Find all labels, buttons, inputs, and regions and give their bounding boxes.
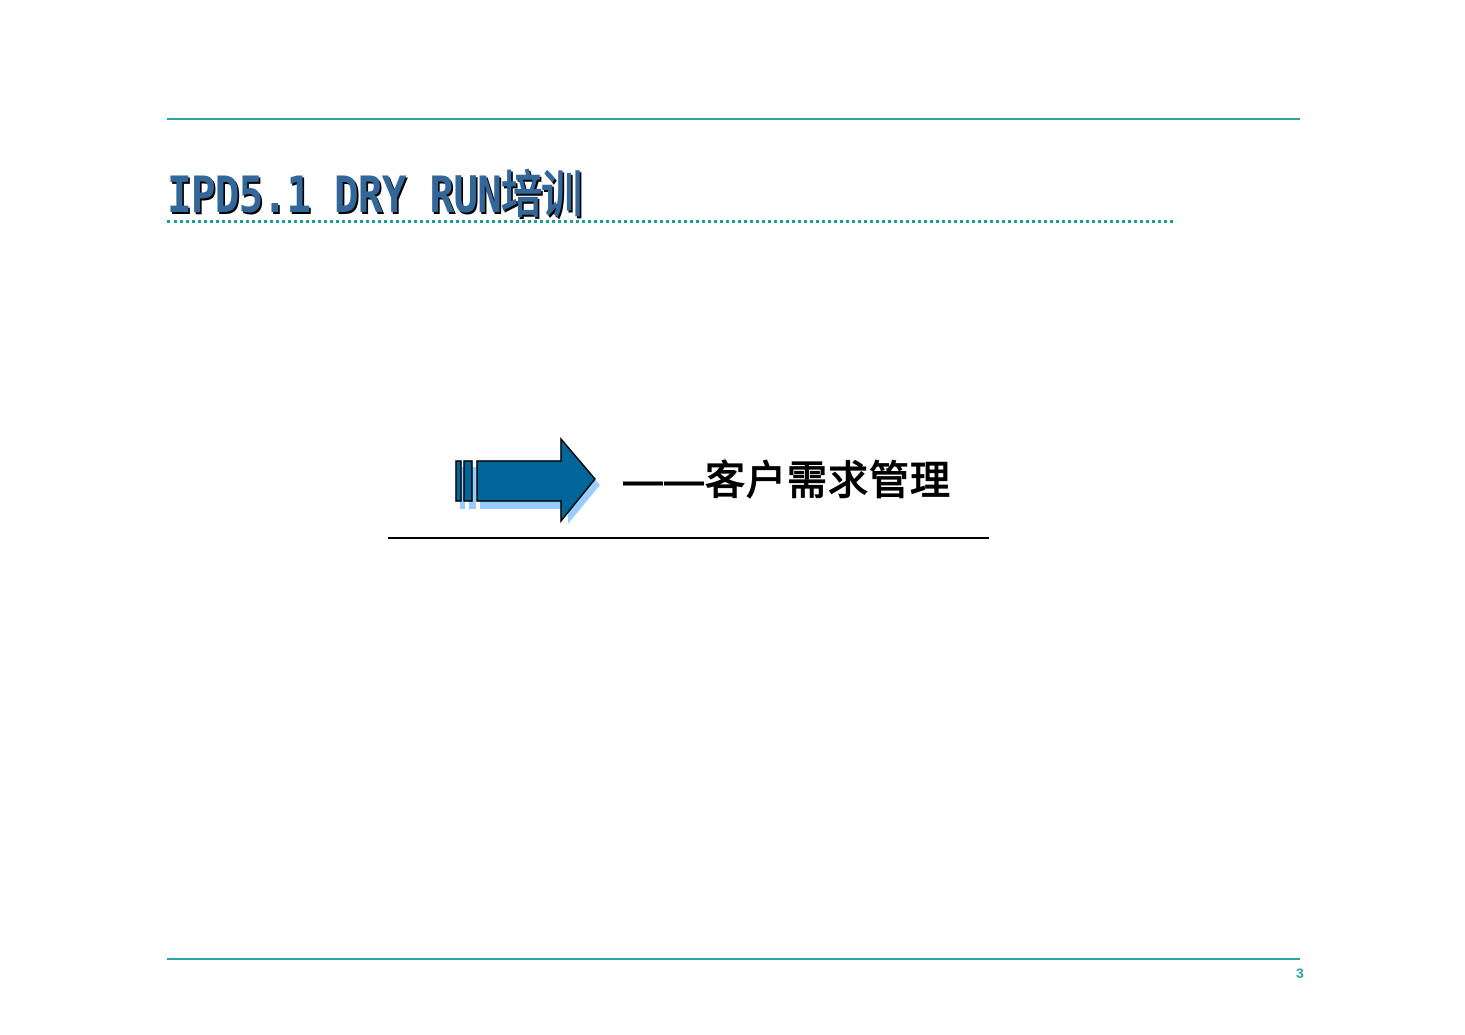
slide-title: IPD5.1 DRY RUN培训: [167, 166, 582, 224]
slide-subtitle: ——客户需求管理: [623, 459, 951, 503]
page-number: 3: [1296, 965, 1304, 981]
right-arrow-icon: [455, 437, 600, 524]
title-block: IPD5.1 DRY RUN培训: [167, 166, 1173, 224]
subtitle-underline: [388, 537, 989, 539]
header-rule: [167, 118, 1300, 120]
footer-rule: [167, 958, 1300, 960]
title-dotted-underline: [167, 220, 1173, 223]
